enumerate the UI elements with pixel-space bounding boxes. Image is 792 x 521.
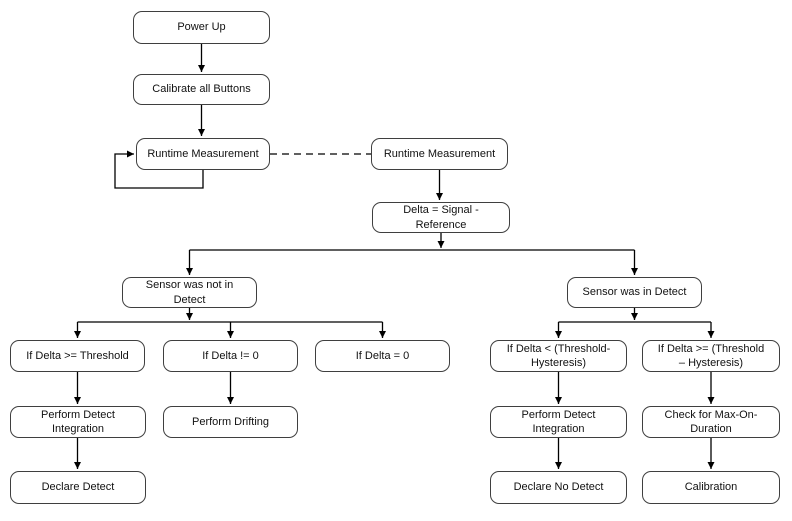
node-sensor-was-not-in-detect: Sensor was not in Detect [122, 277, 257, 308]
node-power-up: Power Up [133, 11, 270, 44]
node-perform-drifting: Perform Drifting [163, 406, 298, 438]
node-delta-signal-reference: Delta = Signal - Reference [372, 202, 510, 233]
node-if-delta-ge-threshold-hysteresis: If Delta >= (Threshold – Hysteresis) [642, 340, 780, 372]
node-check-for-max-on-duration: Check for Max-On- Duration [642, 406, 780, 438]
node-calibrate-all-buttons: Calibrate all Buttons [133, 74, 270, 105]
node-sensor-was-in-detect: Sensor was in Detect [567, 277, 702, 308]
edge-runtime-self-loop [114, 150, 204, 189]
connector-group [74, 44, 715, 469]
node-perform-detect-integration-right: Perform Detect Integration [490, 406, 627, 438]
node-if-delta-equals-zero: If Delta = 0 [315, 340, 450, 372]
node-declare-detect: Declare Detect [10, 471, 146, 504]
node-if-delta-ge-threshold: If Delta >= Threshold [10, 340, 145, 372]
node-calibration: Calibration [642, 471, 780, 504]
node-runtime-measurement-right: Runtime Measurement [371, 138, 508, 170]
node-perform-detect-integration-left: Perform Detect Integration [10, 406, 146, 438]
node-if-delta-lt-threshold-hysteresis: If Delta < (Threshold- Hysteresis) [490, 340, 627, 372]
node-declare-no-detect: Declare No Detect [490, 471, 627, 504]
node-runtime-measurement-left: Runtime Measurement [136, 138, 270, 170]
node-if-delta-not-zero: If Delta != 0 [163, 340, 298, 372]
